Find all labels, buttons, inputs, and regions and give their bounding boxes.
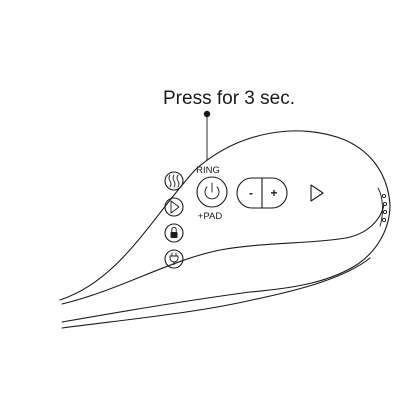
callout-dot	[203, 110, 211, 118]
play-arrow-icon[interactable]	[310, 184, 324, 202]
minus-button[interactable]: -	[249, 186, 253, 200]
power-button[interactable]	[196, 176, 228, 208]
intensity-rocker	[236, 177, 288, 209]
plus-label: +	[270, 186, 277, 200]
mode-button[interactable]	[164, 197, 184, 217]
callout-text: Press for 3 sec.	[163, 88, 295, 109]
device-outline-right	[61, 204, 391, 323]
device-lower-edge	[61, 257, 371, 329]
grip-texture	[377, 187, 388, 227]
power-icon	[204, 182, 220, 200]
charge-port	[164, 249, 184, 269]
heat-button[interactable]	[164, 171, 184, 191]
heat-waves-icon	[168, 174, 180, 188]
plug-icon	[169, 252, 179, 266]
play-mode-icon	[170, 200, 180, 214]
device-inner-edge	[61, 204, 385, 305]
lock-icon	[170, 226, 178, 238]
lock-button[interactable]	[164, 223, 184, 243]
power-label-bottom: +PAD	[198, 211, 223, 222]
minus-label: -	[249, 186, 253, 200]
power-label-top: RING	[196, 165, 220, 176]
device-outline-top	[59, 130, 391, 301]
plus-button[interactable]: +	[270, 186, 277, 200]
